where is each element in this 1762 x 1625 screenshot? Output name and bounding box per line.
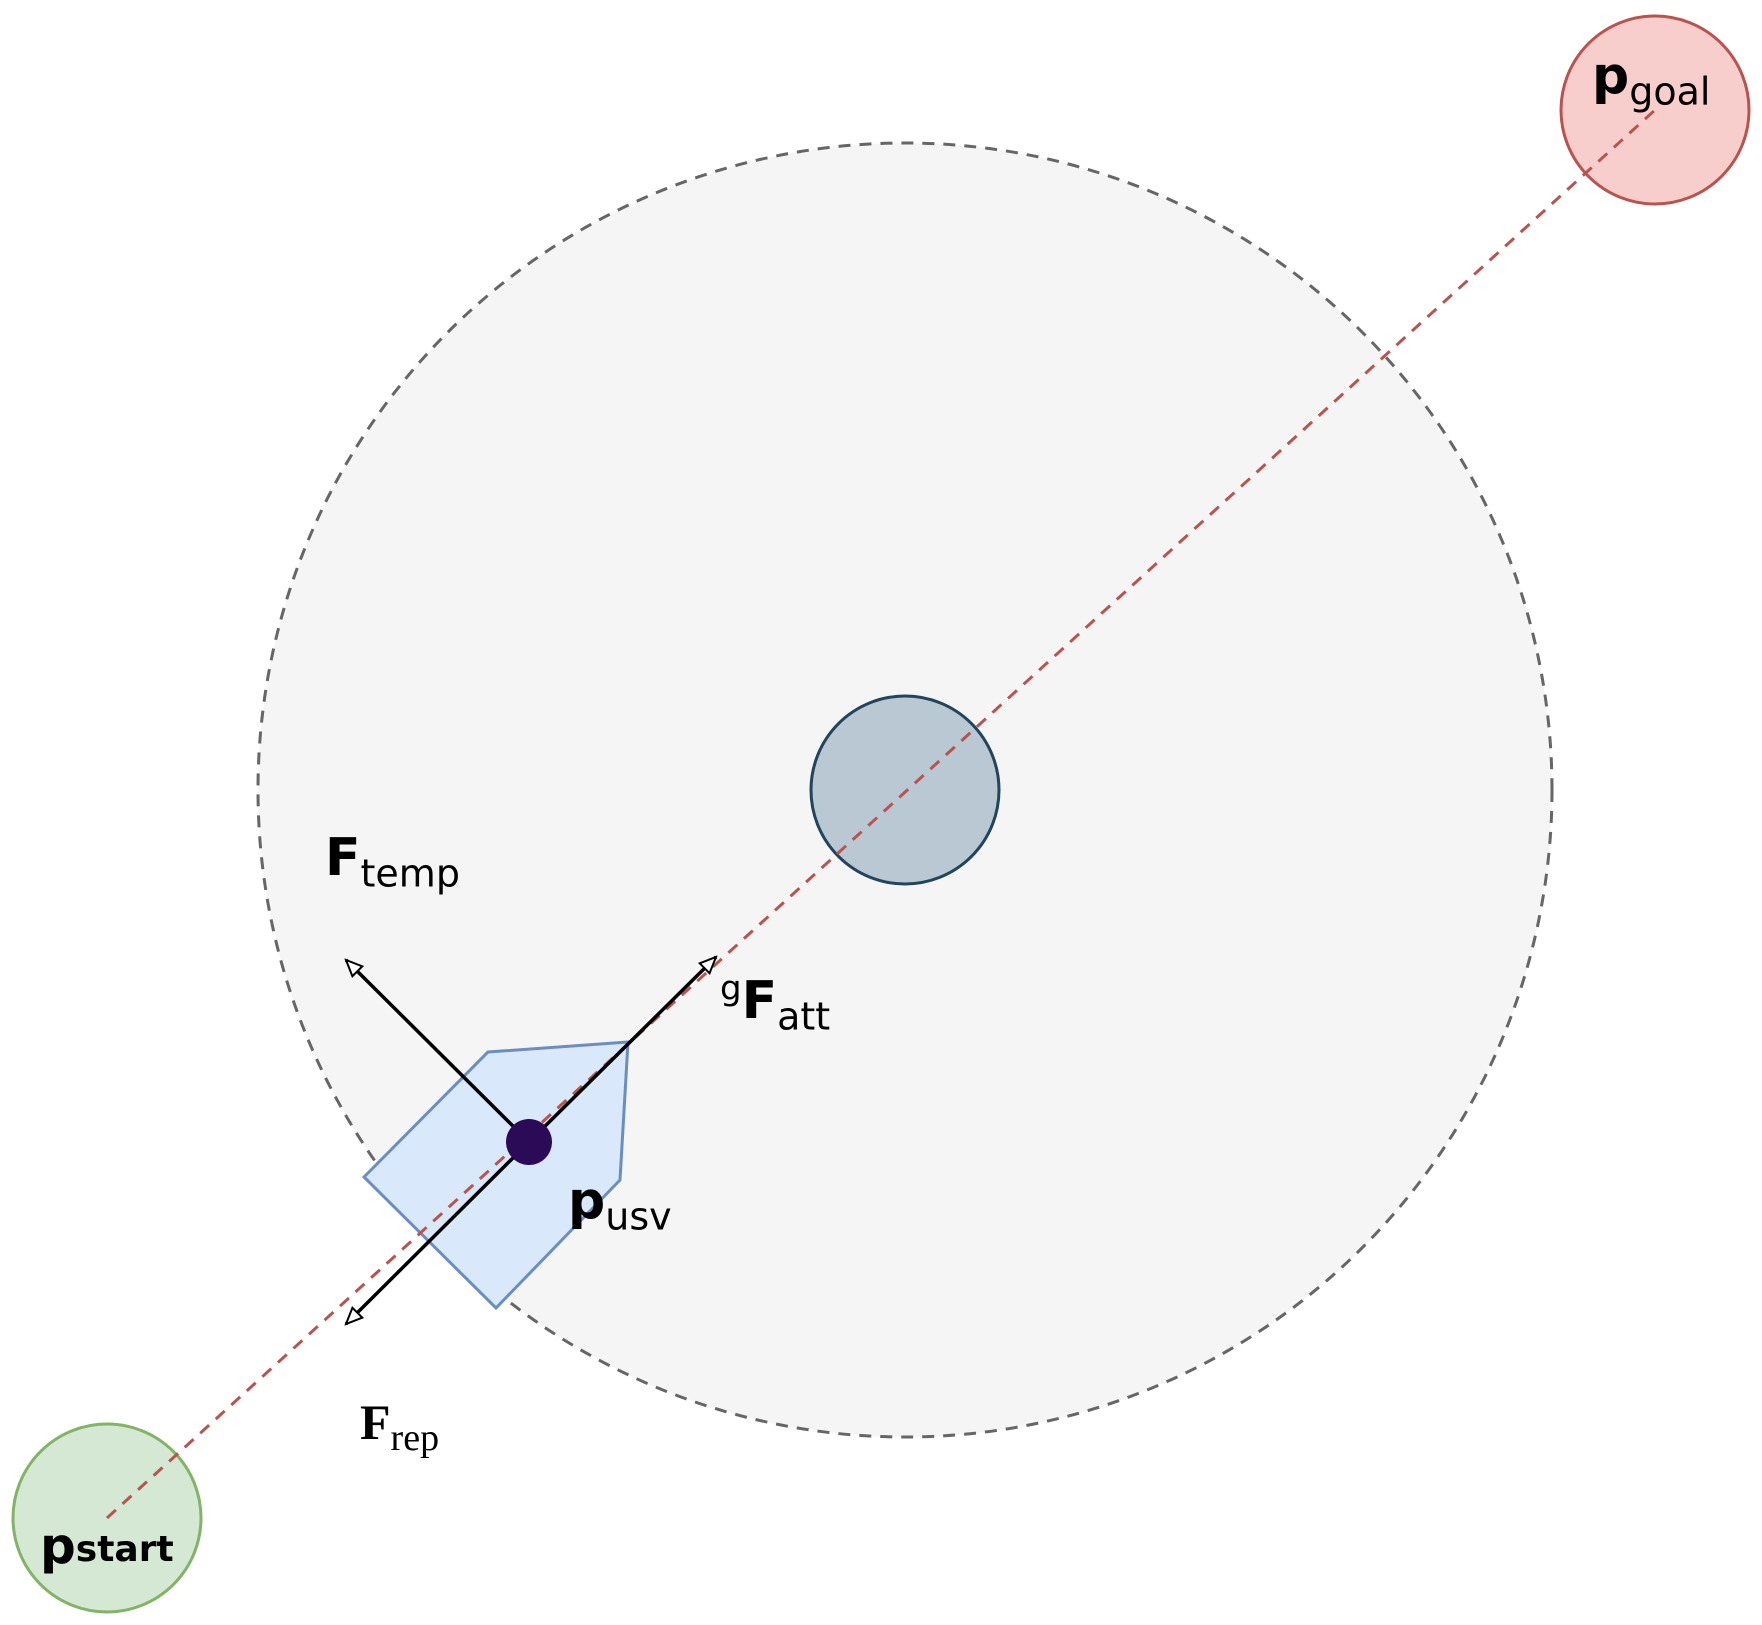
goal-label: pgoal <box>1592 50 1710 110</box>
attractive-force-label-sup: g <box>720 968 742 1009</box>
obstacle-circle <box>809 694 1001 886</box>
repulsive-force-arrow <box>346 1140 531 1324</box>
temp-force-arrow <box>346 960 531 1144</box>
usv-label-main: p <box>568 1171 606 1231</box>
goal-circle <box>1559 14 1751 206</box>
goal-label-sub: goal <box>1629 69 1711 114</box>
start-goal-path-line <box>105 108 1657 1520</box>
usv-label-sub: usv <box>605 1194 672 1239</box>
start-label-sub: start <box>75 1529 174 1570</box>
attractive-force-label-sub: att <box>777 994 831 1039</box>
attractive-force-label-main: F <box>741 971 778 1031</box>
temp-force-label-sub: temp <box>360 851 460 896</box>
usv-position-dot <box>506 1119 552 1165</box>
temp-force-label-main: F <box>325 828 361 888</box>
repulsive-force-label-main: F <box>360 1394 391 1450</box>
start-label-main: p <box>40 1517 76 1575</box>
repulsive-force-label: Frep <box>360 1394 439 1457</box>
attractive-force-label: gFatt <box>720 972 830 1036</box>
start-label: pstart <box>40 1521 174 1571</box>
temp-force-label: Ftemp <box>325 832 460 892</box>
usv-label: pusv <box>568 1175 672 1235</box>
attractive-force-arrow <box>527 957 716 1144</box>
repulsive-force-label-sub: rep <box>390 1417 440 1459</box>
goal-label-main: p <box>1592 46 1630 106</box>
